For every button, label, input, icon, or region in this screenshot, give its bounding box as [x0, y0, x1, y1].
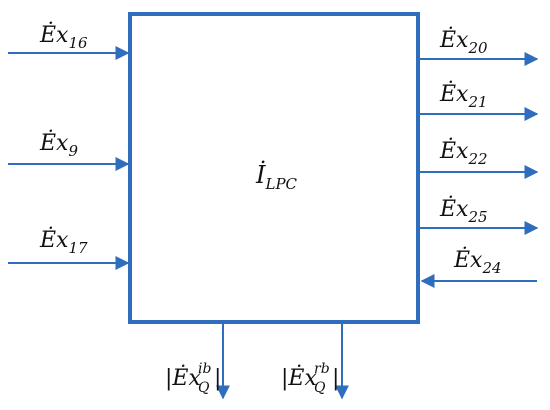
svg-text:|Ėx: |Ėx: [165, 364, 201, 391]
svg-text:Ėx16: Ėx16: [39, 21, 88, 52]
input-ex17-main: Ėx: [39, 226, 69, 253]
input-ex17-sub: 17: [68, 239, 88, 257]
svg-text:|Ėx: |Ėx: [281, 364, 317, 391]
output-exq-ib: |Ėx ib Q |: [165, 322, 230, 400]
output-ex21-sub: 21: [467, 93, 487, 111]
block-label-sub: LPC: [264, 175, 297, 193]
output-exq-rb-main: Ėx: [287, 364, 317, 391]
output-ex22-main: Ėx: [439, 137, 469, 164]
output-exq-rb-bar-right: |: [332, 366, 339, 391]
output-ex22-sub: 22: [467, 150, 487, 168]
svg-text:Ėx20: Ėx20: [439, 26, 488, 57]
output-ex21-main: Ėx: [439, 80, 469, 107]
input-ex16-sub: 16: [68, 34, 88, 52]
svg-text:Ėx25: Ėx25: [439, 195, 488, 226]
svg-text:Ėx9: Ėx9: [39, 129, 78, 160]
svg-text:Ėx21: Ėx21: [439, 80, 488, 111]
output-exq-ib-bar-right: |: [214, 366, 221, 391]
output-ex25-sub: 25: [467, 208, 487, 226]
block-label-main: İ: [255, 160, 266, 189]
output-exq-rb: |Ėx rb Q |: [281, 322, 349, 400]
output-ex25-main: Ėx: [439, 195, 469, 222]
input-ex9-main: Ėx: [39, 129, 69, 156]
output-exq-ib-sup: ib: [198, 361, 211, 377]
input-ex9: Ėx9: [8, 129, 130, 171]
output-exq-ib-sub: Q: [198, 380, 210, 396]
input-ex24-sub: 24: [481, 259, 501, 277]
output-ex20-sub: 20: [467, 39, 488, 57]
output-exq-rb-sup: rb: [314, 361, 330, 377]
svg-text:Ėx17: Ėx17: [39, 226, 88, 257]
input-ex24: Ėx24: [420, 246, 537, 288]
input-ex16-main: Ėx: [39, 21, 69, 48]
output-ex21: Ėx21: [420, 80, 539, 121]
svg-text:Ėx22: Ėx22: [439, 137, 488, 168]
output-ex20: Ėx20: [420, 26, 539, 66]
lpc-block: [128, 12, 420, 324]
input-ex24-main: Ėx: [453, 246, 483, 273]
output-exq-ib-bar-left: |: [165, 366, 172, 391]
output-exq-rb-bar-left: |: [281, 366, 288, 391]
input-ex17: Ėx17: [8, 226, 130, 270]
block-label: İLPC: [255, 160, 298, 193]
output-ex22: Ėx22: [420, 137, 539, 179]
output-ex20-main: Ėx: [439, 26, 469, 53]
input-ex16: Ėx16: [8, 21, 130, 60]
output-ex25: Ėx25: [420, 195, 539, 235]
svg-text:Ėx24: Ėx24: [453, 246, 502, 277]
output-exq-rb-sub: Q: [314, 380, 326, 396]
input-ex9-sub: 9: [68, 142, 78, 160]
output-exq-ib-main: Ėx: [171, 364, 201, 391]
